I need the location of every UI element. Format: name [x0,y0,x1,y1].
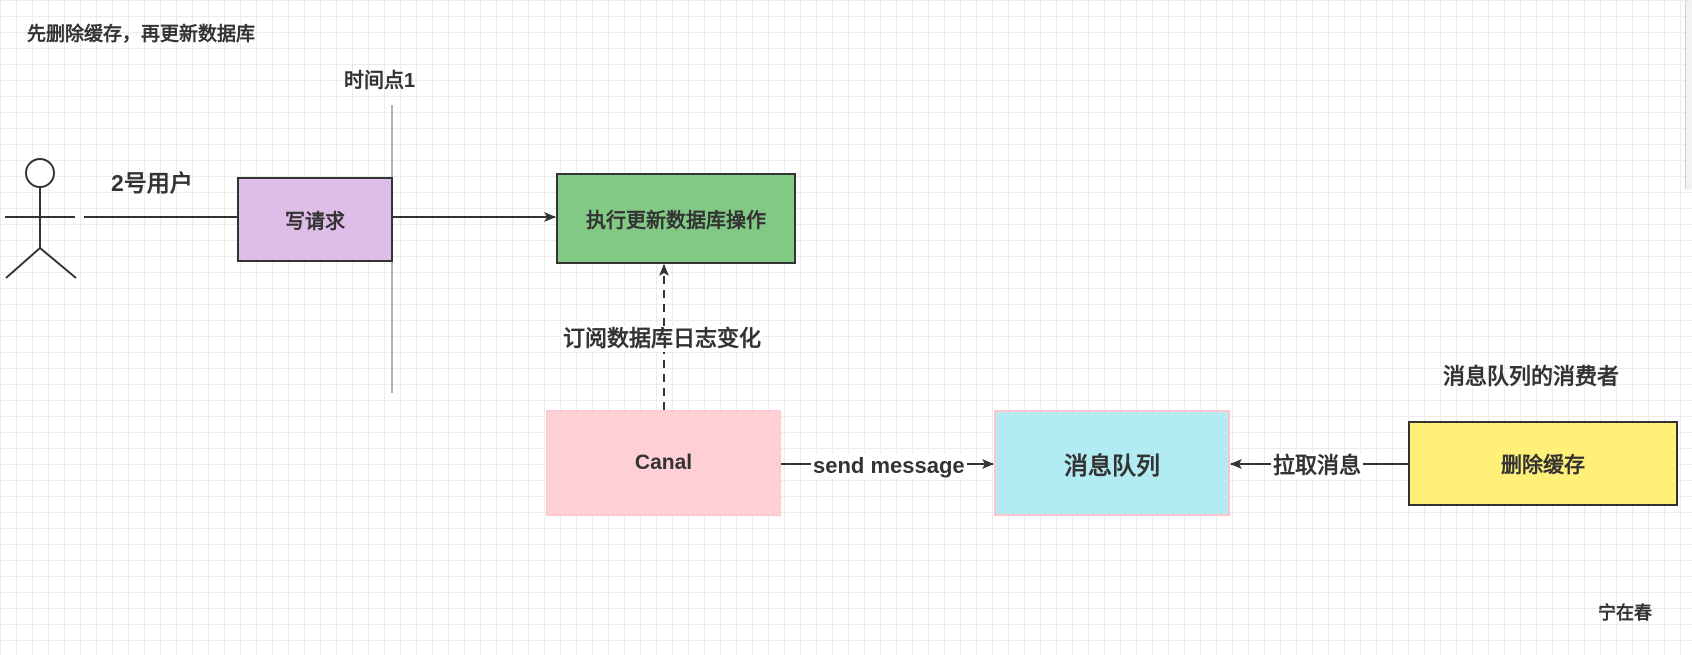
edge-label-send-message: send message [811,453,967,479]
node-message-queue[interactable]: 消息队列 [994,410,1230,516]
node-update-db[interactable]: 执行更新数据库操作 [556,173,796,264]
vertical-scrollbar[interactable] [1685,0,1692,190]
consumer-label: 消息队列的消费者 [1443,364,1620,389]
timepoint-label: 时间点1 [344,70,416,92]
author-watermark: 宁在春 [1598,603,1652,623]
node-delete-cache[interactable]: 删除缓存 [1408,421,1678,506]
edge-label-pull-message: 拉取消息 [1271,453,1364,479]
node-canal[interactable]: Canal [546,410,781,516]
user-label: 2号用户 [111,170,193,196]
edge-label-subscribe-binlog: 订阅数据库日志变化 [561,326,764,352]
node-write-request[interactable]: 写请求 [237,177,393,262]
diagram-title: 先删除缓存，再更新数据库 [27,24,256,45]
user-actor-icon [5,158,77,279]
